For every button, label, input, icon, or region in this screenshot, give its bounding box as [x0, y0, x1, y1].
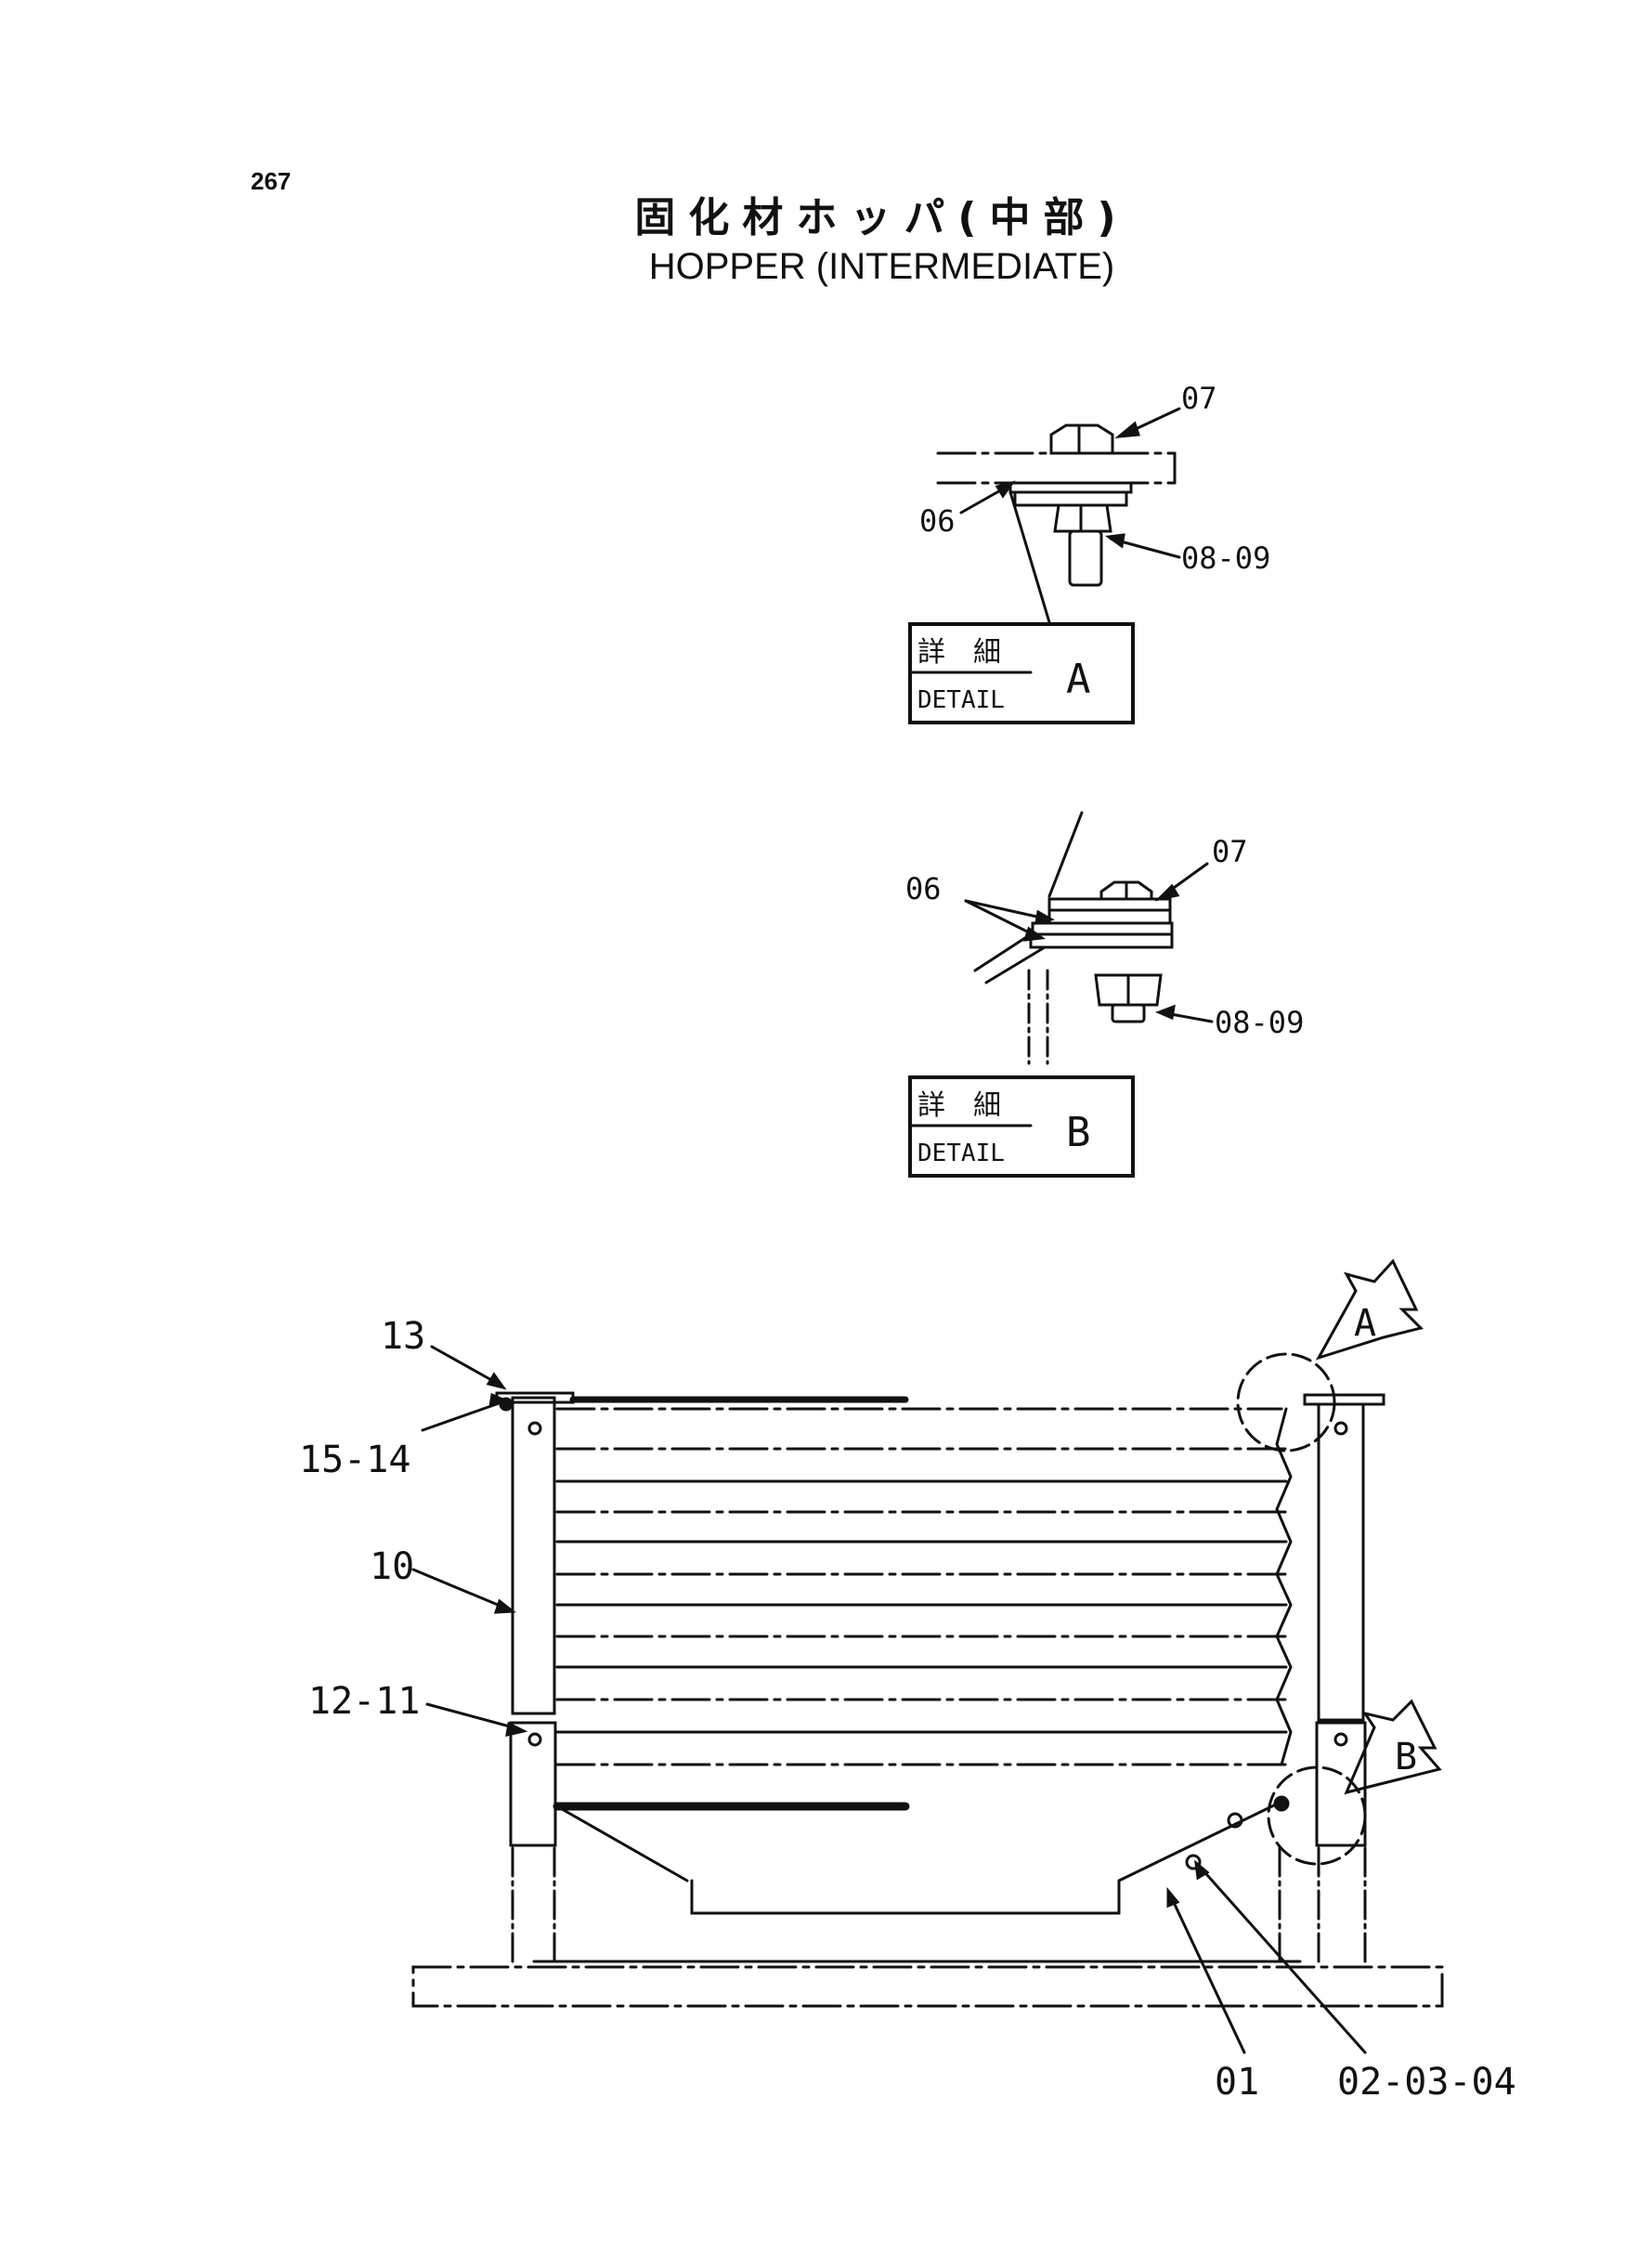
callout-15-14: 15-14 — [299, 1439, 410, 1481]
detail-b-drawing — [908, 811, 1214, 1178]
view-marker-a: A — [1354, 1302, 1376, 1345]
detail-a-callout-07: 07 — [1181, 381, 1217, 416]
callout-13: 13 — [381, 1315, 425, 1358]
detail-a-jp-label: 詳 細 — [917, 636, 1001, 669]
detail-b-callout-07: 07 — [1212, 834, 1248, 869]
detail-b-en-label: DETAIL — [917, 1140, 1005, 1167]
title-japanese: 固化材ホッパ(中部) — [634, 194, 1129, 241]
callout-01: 01 — [1215, 2061, 1259, 2104]
detail-b-letter: B — [1066, 1109, 1091, 1156]
detail-b-jp-label: 詳 細 — [917, 1089, 1001, 1122]
detail-a-letter: A — [1066, 656, 1091, 703]
detail-b-callout-08-09: 08-09 — [1215, 1005, 1304, 1040]
detail-a-callout-06: 06 — [919, 503, 956, 539]
detail-a-en-label: DETAIL — [917, 686, 1005, 714]
title-english: HOPPER (INTERMEDIATE) — [648, 246, 1115, 287]
hopper-main-view — [411, 1258, 1444, 2054]
callout-12-11: 12-11 — [308, 1680, 420, 1723]
detail-a-drawing — [908, 407, 1181, 724]
callout-10: 10 — [370, 1545, 414, 1588]
detail-a-callout-08-09: 08-09 — [1181, 541, 1270, 576]
view-marker-b: B — [1395, 1736, 1417, 1778]
page-number: 267 — [251, 167, 292, 195]
detail-b-callout-06: 06 — [905, 871, 942, 906]
callout-02-03-04: 02-03-04 — [1337, 2061, 1516, 2104]
